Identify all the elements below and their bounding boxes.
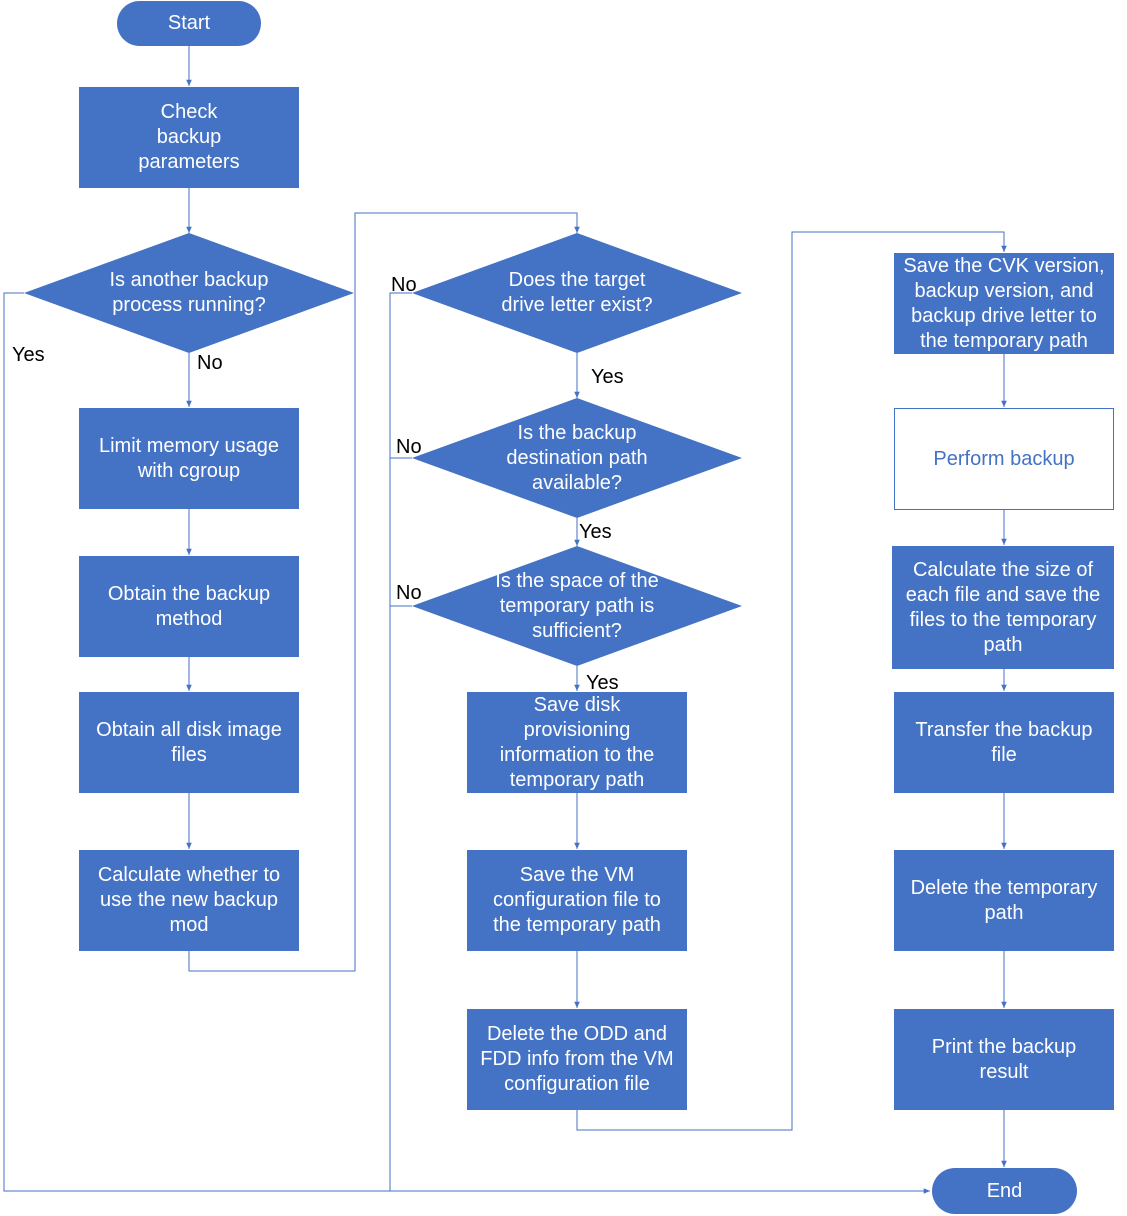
delete-odd-fdd-box: Delete the ODD and FDD info from the VM … [467, 1009, 687, 1110]
start-terminal: Start [117, 1, 261, 46]
label-yes-dest: Yes [579, 521, 612, 543]
save-cvk-version-box: Save the CVK version, backup version, an… [894, 253, 1114, 354]
diamond-space-sufficient [412, 546, 742, 666]
obtain-images-box: Obtain all disk image files [79, 692, 299, 793]
end-terminal: End [932, 1168, 1077, 1214]
connectors [3, 46, 1007, 1194]
label-no-drive: No [391, 274, 417, 296]
obtain-method-box: Obtain the backup method [79, 556, 299, 657]
dest-available-text: Is the backup destination path available… [506, 421, 648, 494]
arrow-another-yes-to-end [3, 292, 930, 1194]
transfer-file-box: Transfer the backup file [894, 692, 1114, 793]
calc-size-box: Calculate the size of each file and save… [892, 546, 1114, 669]
label-no-another: No [197, 352, 223, 374]
label-no-dest: No [396, 436, 422, 458]
perform-backup-box: Perform backup [894, 408, 1114, 510]
print-result-box: Print the backup result [894, 1009, 1114, 1110]
limit-memory-box: Limit memory usage with cgroup [79, 408, 299, 509]
diamond-drive-exists [412, 233, 742, 353]
label-yes-drive: Yes [591, 366, 624, 388]
line-drive-no [389, 292, 412, 1191]
diamond-another-process [24, 233, 354, 353]
label-yes-space: Yes [586, 672, 619, 694]
save-vm-config-box: Save the VM configuration file to the te… [467, 850, 687, 951]
label-no-space: No [396, 582, 422, 604]
arrow-delete-to-savecvk [576, 231, 1007, 1131]
delete-temp-box: Delete the temporary path [894, 850, 1114, 951]
diamond-dest-available [412, 398, 742, 518]
save-provisioning-box: Save disk provisioning information to th… [467, 692, 687, 793]
label-yes-another: Yes [12, 344, 45, 366]
calc-new-mode-box: Calculate whether to use the new backup … [79, 850, 299, 951]
another-process-text: Is another backup process running? [109, 269, 269, 316]
space-sufficient-text: Is the space of the temporary path is su… [495, 569, 659, 642]
drive-exists-text: Does the target drive letter exist? [501, 269, 653, 316]
arrow-calc-to-drive [188, 212, 580, 972]
check-backup-parameters-box: Check backup parameters [79, 87, 299, 188]
